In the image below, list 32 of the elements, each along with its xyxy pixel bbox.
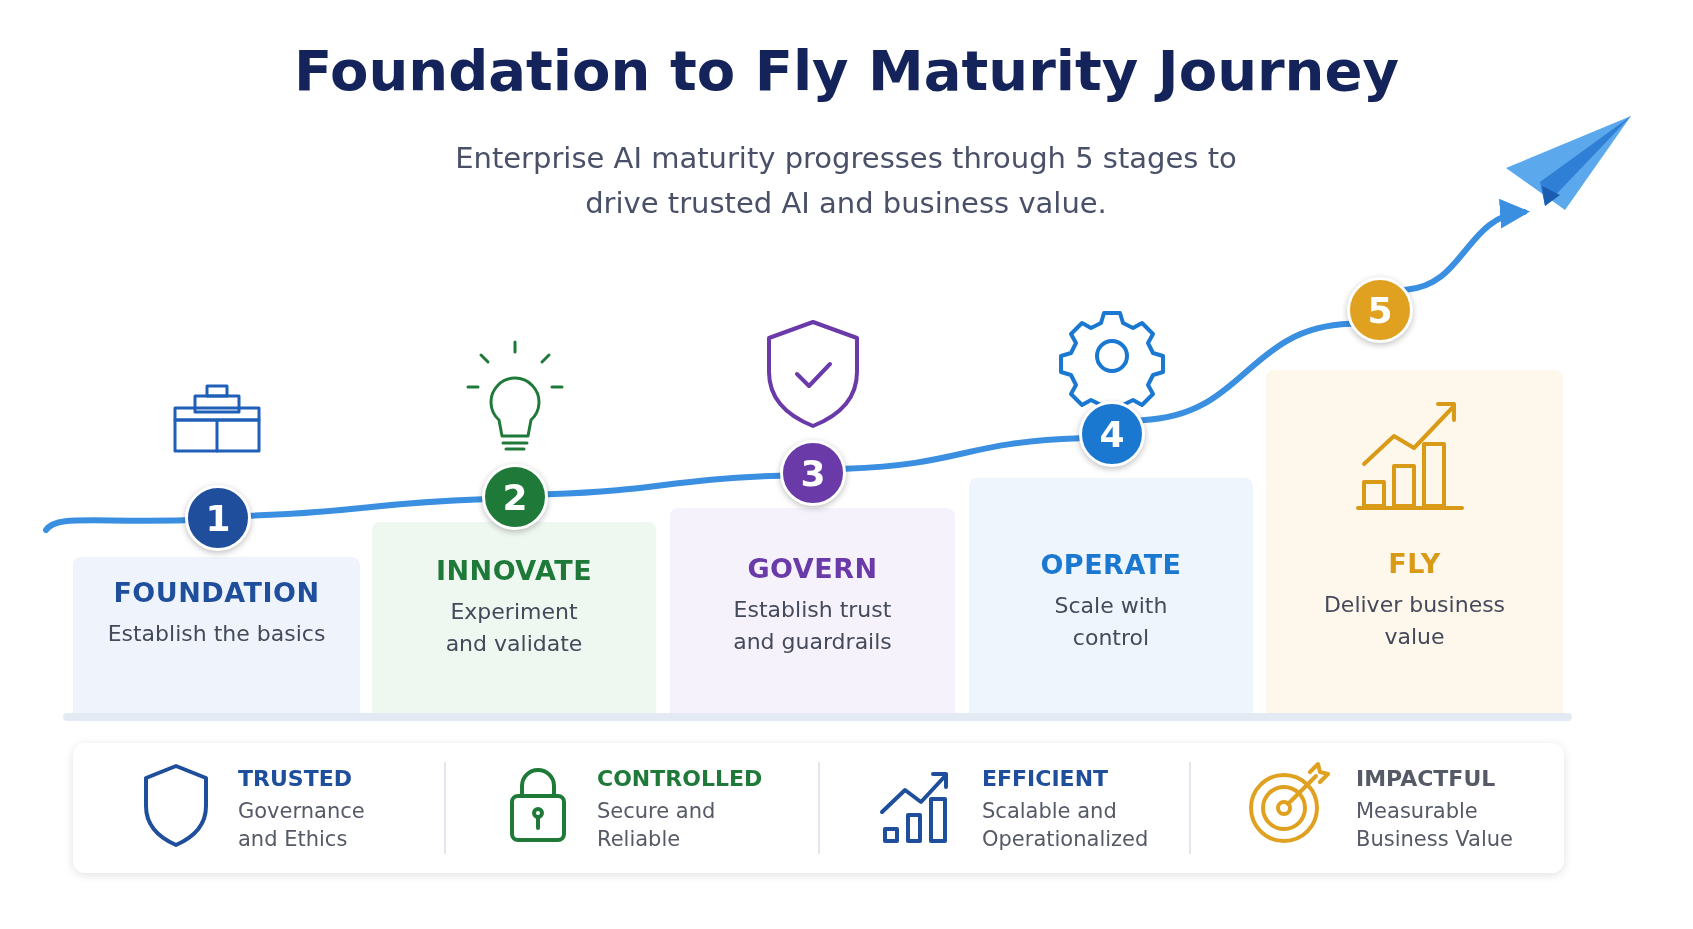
stage-description: Scale with control — [1053, 592, 1169, 652]
stage-panel — [670, 508, 955, 713]
step-number-badge: 3 — [780, 440, 846, 506]
feature-heading: CONTROLLED — [597, 766, 763, 791]
stage-description: Experiment and validate — [444, 598, 584, 658]
stage-heading: FLY — [1388, 548, 1441, 579]
stage-panel — [969, 478, 1253, 713]
feature-description: Scalable and Operationalized — [982, 798, 1150, 853]
stage-panel — [372, 522, 656, 713]
paper-plane-drawing — [1506, 116, 1631, 210]
feature-description: Governance and Ethics — [238, 798, 366, 853]
stage-heading: GOVERN — [747, 553, 878, 584]
stage-description: Establish the basics — [107, 620, 326, 648]
step-number-badge: 4 — [1079, 401, 1145, 467]
stage-heading: FOUNDATION — [113, 577, 320, 608]
feature-heading: EFFICIENT — [982, 766, 1109, 791]
subtitle: Enterprise AI maturity progresses through 5 stages to drive trusted AI and business value. — [454, 140, 1238, 222]
step-number-badge: 5 — [1347, 277, 1413, 343]
growth-curve — [1403, 201, 1530, 293]
step-number-badge: 2 — [482, 464, 548, 530]
feature-description: Secure and Reliable — [597, 798, 717, 853]
step-number-badge: 1 — [185, 485, 251, 551]
title: Foundation to Fly Maturity Journey — [293, 38, 1400, 103]
stage-heading: INNOVATE — [435, 555, 593, 586]
stage-panel — [1266, 370, 1563, 713]
stage-panel — [73, 557, 360, 713]
stage-description: Deliver business value — [1322, 591, 1507, 651]
feature-heading: TRUSTED — [238, 766, 352, 791]
stage-heading: OPERATE — [1040, 549, 1182, 580]
feature-description: Measurable Business Value — [1356, 798, 1514, 853]
feature-heading: IMPACTFUL — [1356, 766, 1496, 791]
stage-description: Establish trust and guardrails — [732, 596, 893, 656]
